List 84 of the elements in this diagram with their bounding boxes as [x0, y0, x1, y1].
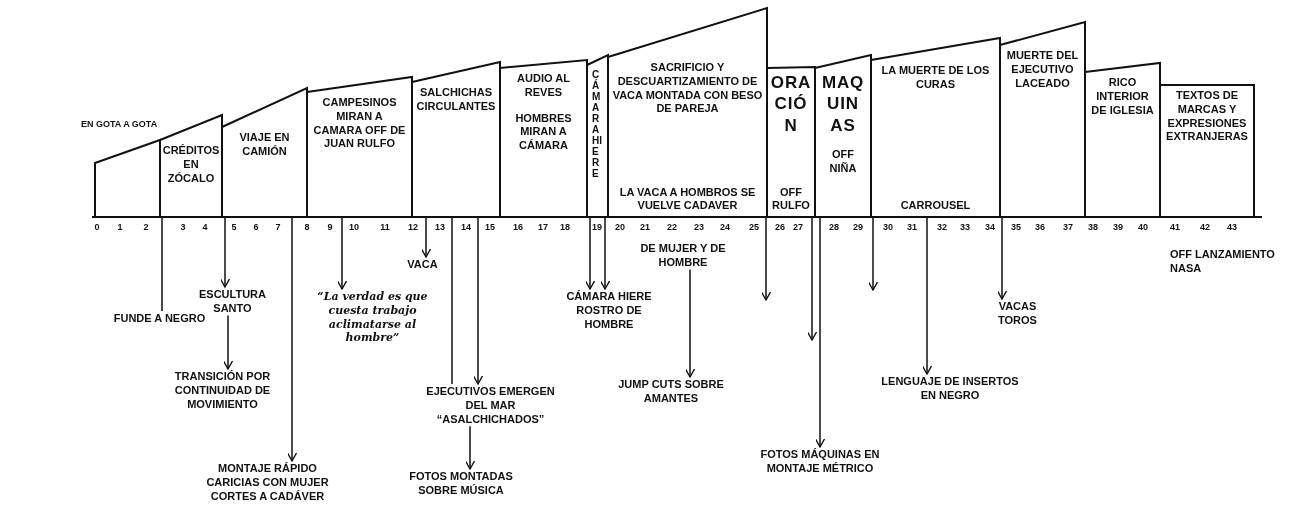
tick-number: 27: [792, 223, 804, 232]
tick-number: 11: [379, 223, 391, 232]
arrow: [760, 216, 772, 301]
annotation-text: DE MUJER Y DE HOMBRE: [639, 242, 727, 270]
tick-number: 28: [828, 223, 840, 232]
arrow: [806, 216, 818, 341]
annotation-text: LENGUAJE DE INSERTOS EN NEGRO: [880, 375, 1020, 403]
segment-note: CARROUSEL: [900, 199, 971, 213]
segment-note: OFF RULFO: [771, 185, 811, 213]
tick-number: 13: [434, 223, 446, 232]
arrow: [219, 216, 231, 288]
arrow: [472, 216, 484, 385]
tick-number: 10: [348, 223, 360, 232]
tick-number: 40: [1137, 223, 1149, 232]
segment-title: VIAJE EN CAMIÓN: [238, 131, 291, 159]
segment-title: CÁMARA HIERE: [592, 69, 602, 179]
annotation-text: “La verdad es que cuesta trabajo aclimatarse al hombre”: [316, 290, 429, 345]
tick-number: 7: [274, 223, 282, 232]
tick-number: 14: [460, 223, 472, 232]
tick-number: 30: [882, 223, 894, 232]
tick-number: 35: [1010, 223, 1022, 232]
tick-number: 26: [774, 223, 786, 232]
tick-number: 0: [93, 223, 101, 232]
connector-line: [451, 216, 453, 385]
tick-number: 41: [1169, 223, 1181, 232]
segment-title: LA MUERTE DE LOS CURAS: [880, 64, 991, 92]
annotation-text: EJECUTIVOS EMERGEN DEL MAR “ASALCHICHADOS”: [425, 385, 556, 427]
tick-number: 4: [201, 223, 209, 232]
arrow: [814, 216, 826, 448]
arrow: [420, 216, 432, 258]
tick-number: 34: [984, 223, 996, 232]
arrow: [921, 216, 933, 375]
tick-number: 8: [303, 223, 311, 232]
segment-title: CRÉDITOS EN ZÓCALO: [162, 144, 220, 186]
arrow: [286, 216, 298, 462]
segment-title: MUERTE DEL EJECUTIVO LACEADO: [1005, 49, 1080, 91]
segment-title: MAQUINAS: [820, 72, 866, 136]
arrow: [684, 268, 696, 378]
connector-line: [161, 216, 163, 312]
annotation-text: VACA: [407, 258, 438, 272]
tick-number: 2: [142, 223, 150, 232]
tick-number: 19: [591, 223, 603, 232]
segment-note: OFF NIÑA: [828, 147, 858, 176]
tick-number: 20: [614, 223, 626, 232]
segment-title: CAMPESINOS MIRAN A CAMARA OFF DE JUAN RULFO: [312, 96, 407, 151]
tick-number: 29: [852, 223, 864, 232]
annotation-text: ESCULTURA SANTO: [198, 288, 267, 314]
tick-number: 37: [1062, 223, 1074, 232]
annotation-text: JUMP CUTS SOBRE AMANTES: [617, 378, 725, 406]
arrow: [996, 216, 1008, 300]
arrow: [222, 314, 234, 370]
annotation-text: TRANSICIÓN POR CONTINUIDAD DE MOVIMIENTO: [173, 370, 272, 412]
tick-number: 16: [512, 223, 524, 232]
annotation-text: FOTOS MÁQUINAS EN MONTAJE MÉTRICO: [759, 448, 881, 476]
arrow: [867, 216, 879, 291]
segment-note: LA VACA A HOMBROS SE VUELVE CADAVER: [618, 185, 757, 213]
annotation-text: VACAS TOROS: [997, 300, 1038, 328]
annotation-text: CÁMARA HIERE ROSTRO DE HOMBRE: [565, 290, 653, 332]
arrow: [599, 216, 611, 290]
tick-number: 3: [179, 223, 187, 232]
tick-number: 15: [484, 223, 496, 232]
segment-title: SALCHICHAS CIRCULANTES: [416, 86, 496, 114]
annotation-text: FOTOS MONTADAS SOBRE MÚSICA: [408, 470, 514, 498]
tick-number: 38: [1087, 223, 1099, 232]
segment-title: EN GOTA A GOTA: [81, 120, 158, 129]
arrow: [584, 216, 596, 290]
segment-title: SACRIFICIO Y DESCUARTIZAMIENTO DE VACA MONTADA CON BESO DE PAREJA: [612, 61, 763, 116]
tick-number: 1: [116, 223, 124, 232]
segment-title: TEXTOS DE MARCAS Y EXPRESIONES EXTRANJERAS: [1165, 89, 1249, 144]
annotation-text: MONTAJE RÁPIDO CARICIAS CON MUJER CORTES A CADÁVER: [205, 462, 330, 504]
tick-number: 25: [748, 223, 760, 232]
annotation-text: FUNDE A NEGRO: [113, 312, 206, 326]
tick-number: 18: [559, 223, 571, 232]
annotation-text: OFF LANZAMIENTO NASA: [1170, 248, 1275, 276]
tick-number: 9: [326, 223, 334, 232]
segment-note: HOMBRES MIRAN A CÁMARA: [514, 111, 573, 153]
tick-number: 5: [230, 223, 238, 232]
segment-title: ORACIÓN: [769, 72, 813, 136]
segment-title: RICO INTERIOR DE IGLESIA: [1090, 76, 1155, 118]
arrow: [336, 216, 348, 290]
tick-number: 6: [252, 223, 260, 232]
segment-title: AUDIO AL REVES: [516, 72, 571, 100]
tick-number: 12: [407, 223, 419, 232]
arrow: [464, 425, 476, 470]
